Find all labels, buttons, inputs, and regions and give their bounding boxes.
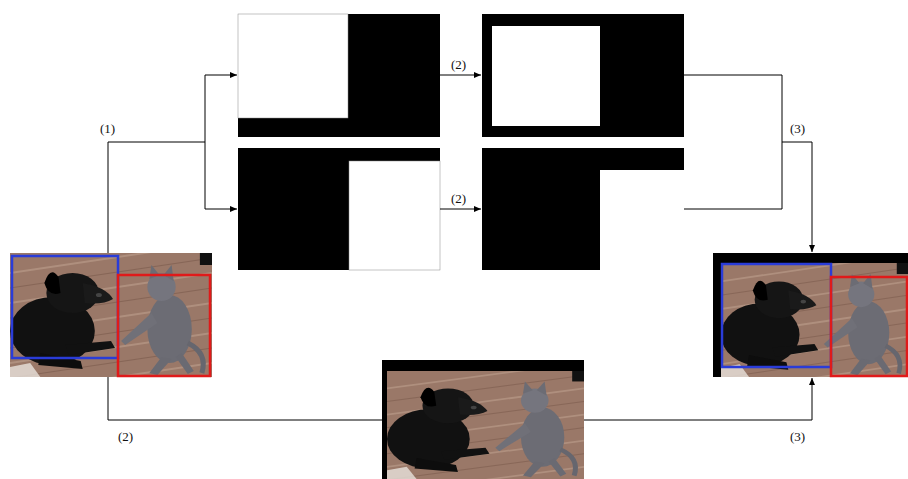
step-number: (1) [100, 122, 115, 135]
mask [238, 148, 440, 270]
mask-region [492, 26, 600, 126]
step-number: (3) [790, 430, 805, 443]
cat-box [118, 275, 210, 376]
step-number: (2) [451, 58, 466, 71]
output-photo [721, 254, 908, 392]
cat-box [831, 277, 907, 376]
mask-region [238, 14, 348, 118]
dog-box [12, 256, 118, 358]
step-number: (3) [790, 122, 805, 135]
padded-mask [482, 14, 684, 137]
dog-box [722, 264, 831, 367]
mask-region [349, 161, 440, 270]
step-number: (2) [451, 192, 466, 205]
padded-photo [387, 362, 584, 479]
padded-mask [482, 148, 684, 270]
step-number: (2) [118, 430, 133, 443]
input-photo [10, 243, 212, 393]
mask [238, 14, 440, 137]
flow-lines [108, 75, 812, 420]
